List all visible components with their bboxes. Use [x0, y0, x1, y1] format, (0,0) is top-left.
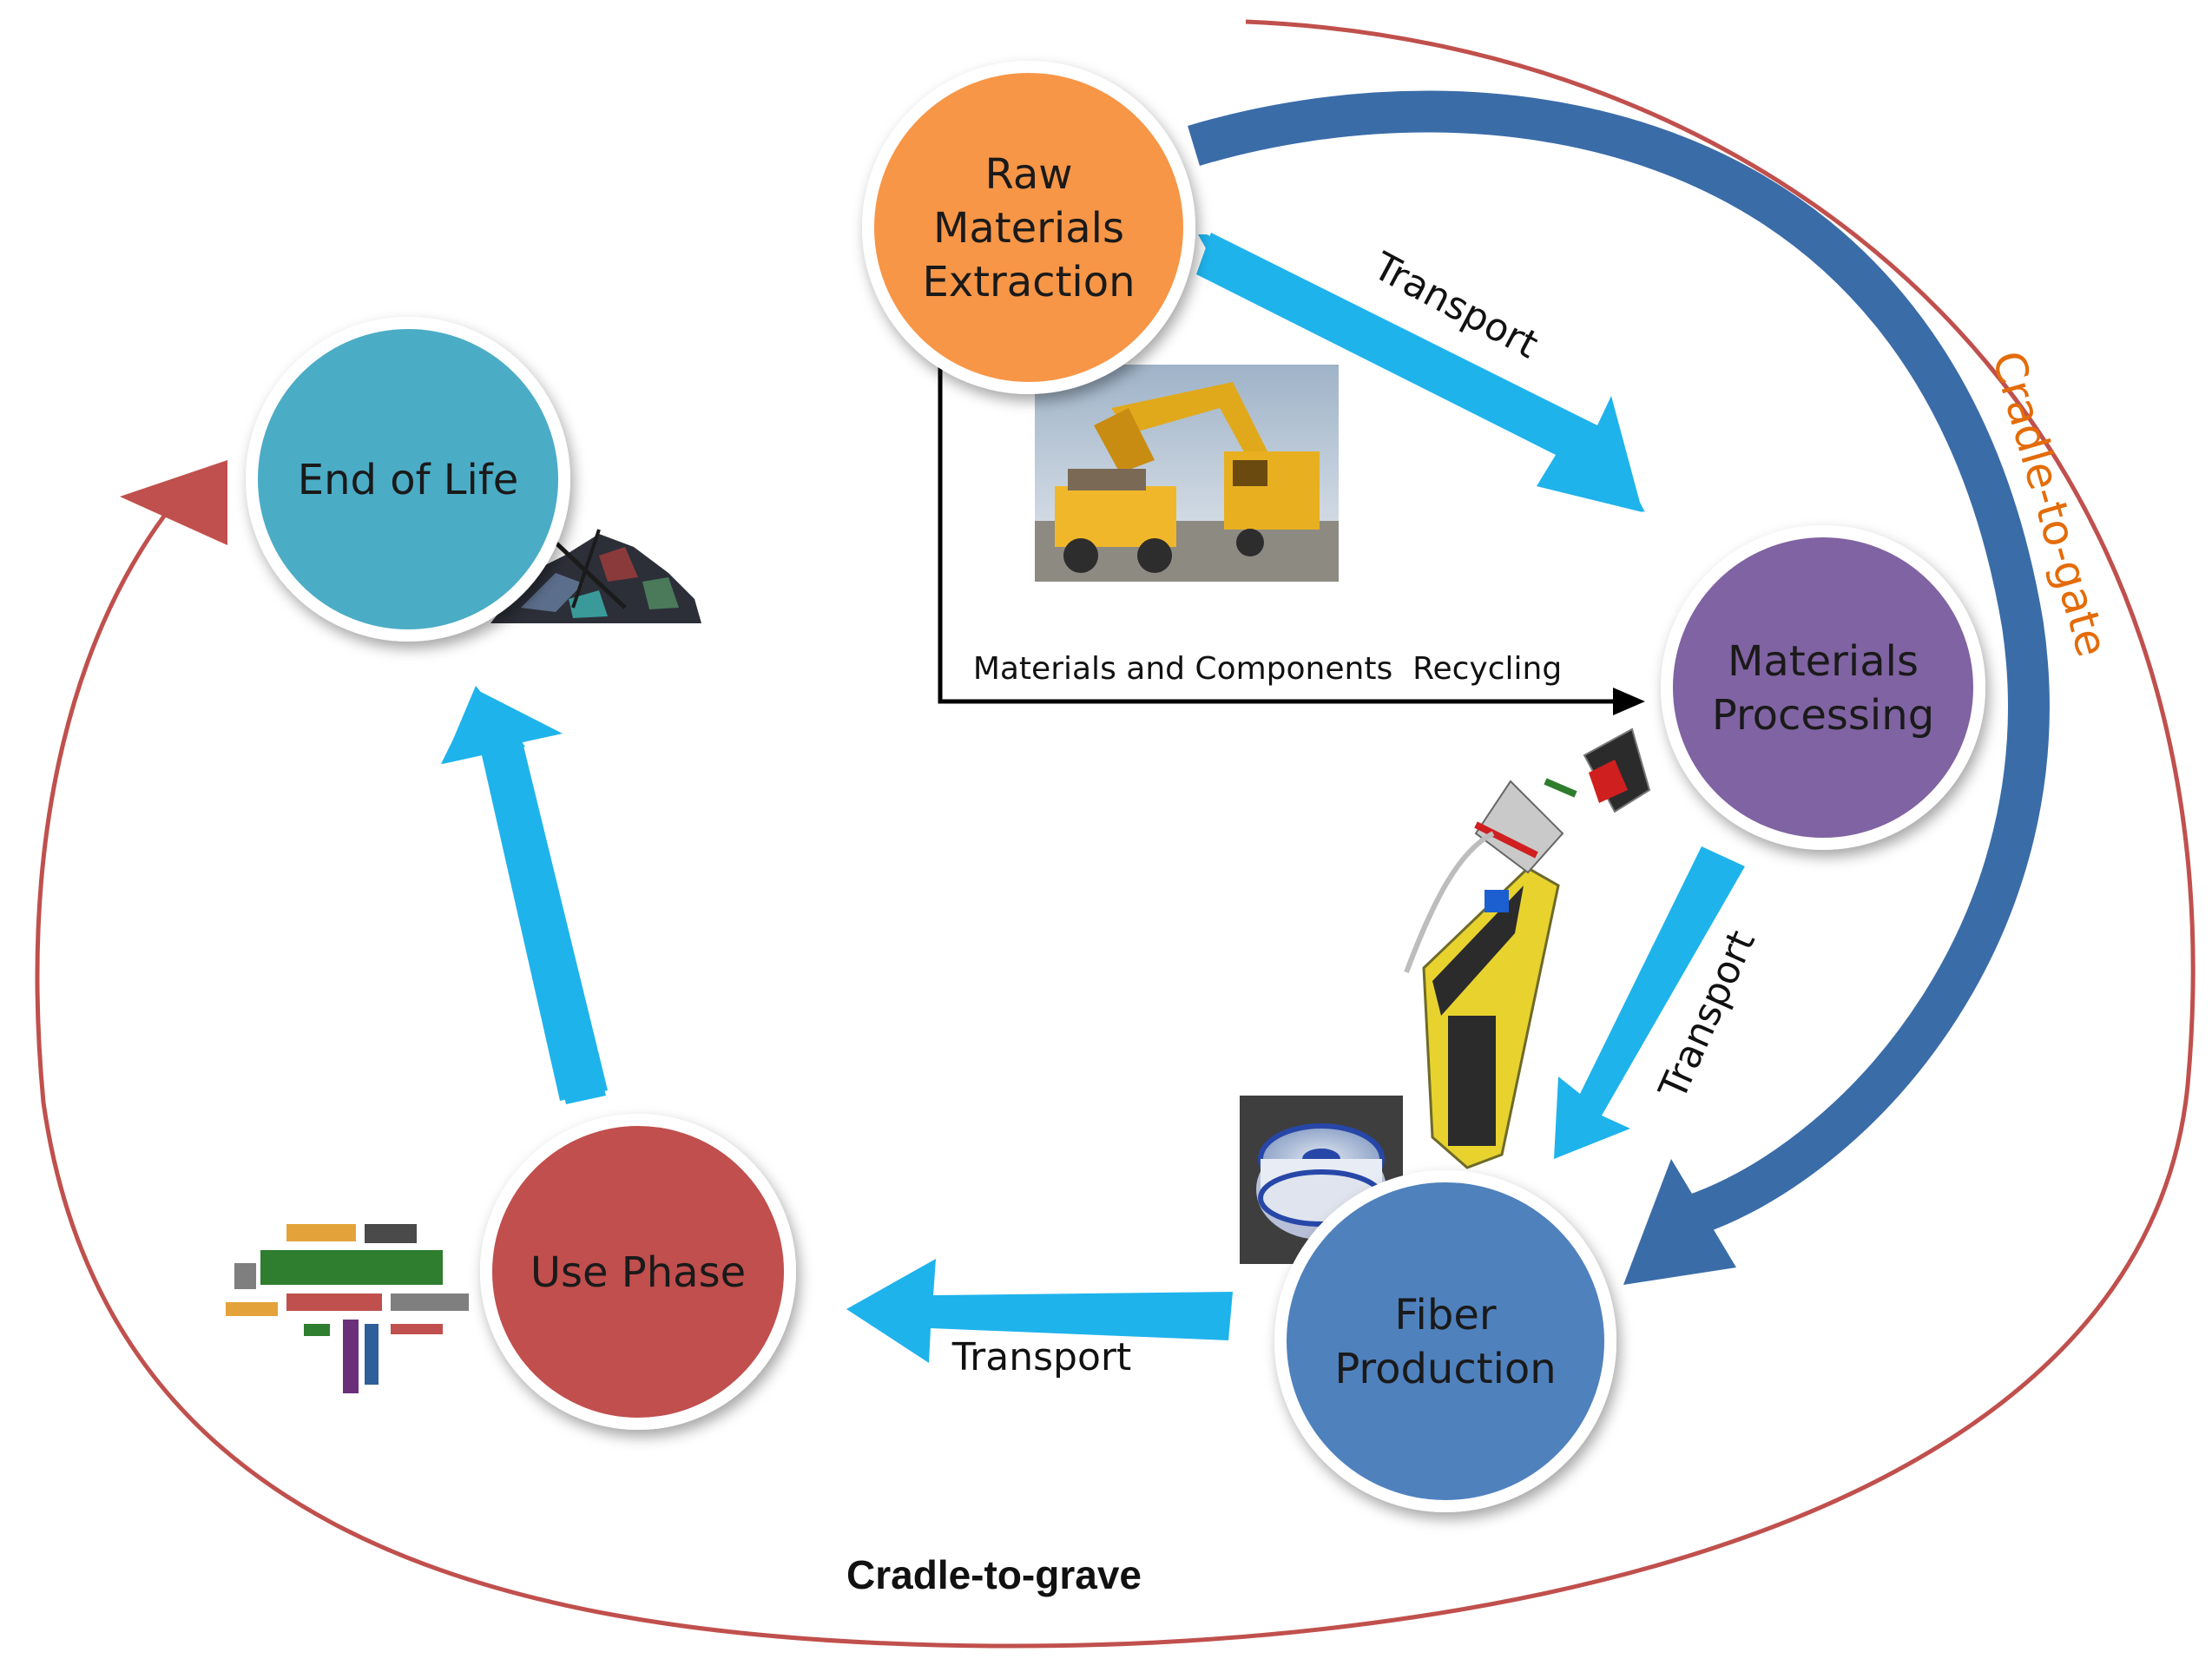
stage-processing-label-line: Processing [1712, 691, 1934, 740]
cradle-to-gate-arrow [1188, 90, 2050, 1285]
cradle-to-grave-arrowhead [120, 460, 227, 545]
transport-label-fiber-to-use: Transport [951, 1335, 1131, 1379]
cradle-to-grave-label: Cradle-to-grave [846, 1552, 1142, 1597]
stage-use-label-line: Use Phase [530, 1248, 746, 1297]
transport-arrow-use-to-eol [441, 686, 608, 1104]
transport-arrow-raw-to-processing [1196, 233, 1645, 512]
stage-raw-label-line: Materials [933, 204, 1124, 253]
recycling-arrowhead [1613, 688, 1645, 715]
stage-raw-label-line: Raw [985, 150, 1073, 199]
stage-processing-circle [1661, 525, 1985, 850]
stage-use: Use Phase [480, 1114, 796, 1430]
stage-use-circle [480, 1114, 796, 1430]
mining-truck-photo [1035, 365, 1339, 582]
telecommunication-word-cloud [208, 1215, 495, 1398]
transport-arrow-fiber-to-use [846, 1259, 1233, 1363]
stage-eol-label-line: End of Life [298, 456, 519, 504]
cradle-to-grave-arc [35, 19, 2196, 1649]
stage-fiber-label-line: Fiber [1394, 1291, 1496, 1340]
stage-processing-label-line: Materials [1728, 637, 1919, 686]
stage-raw-label-line: Extraction [922, 258, 1135, 306]
stage-fiber-label-line: Production [1334, 1345, 1556, 1393]
stage-eol-circle [246, 317, 570, 642]
stage-raw-circle [862, 61, 1195, 394]
scrap-pile-illustration [490, 529, 701, 623]
transport-arrow-processing-to-fiber [1554, 846, 1745, 1159]
recycling-arrow [938, 360, 1645, 715]
stage-eol: End of Life [246, 317, 570, 642]
cradle-to-gate-arrowhead [1623, 1159, 1736, 1285]
stage-fiber-circle [1274, 1170, 1616, 1512]
recycling-label: Materials and Components Recycling [973, 651, 1562, 687]
fiber-drawing-machine-illustration [1404, 727, 1651, 1169]
